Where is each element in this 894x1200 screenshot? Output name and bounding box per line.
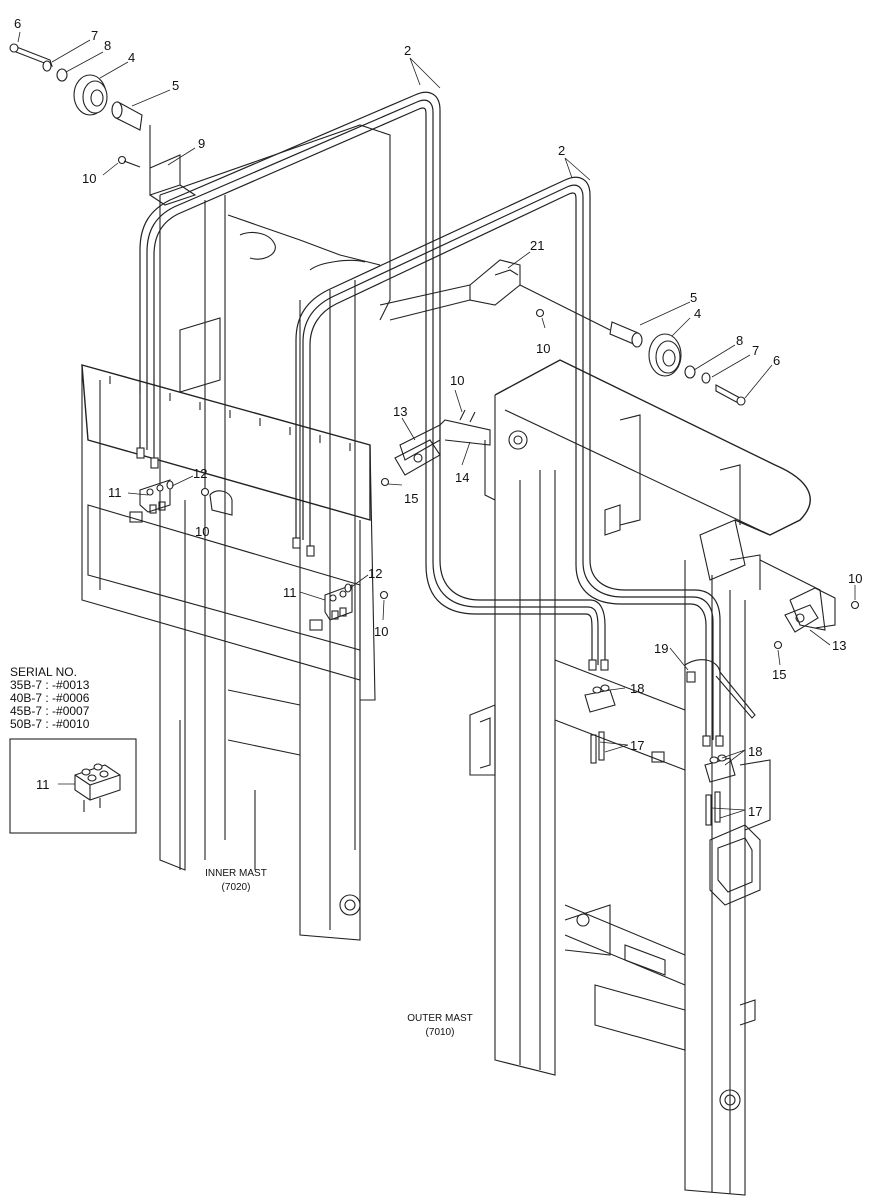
callout-18-left: 18: [630, 681, 644, 696]
callout-5-right: 5: [690, 290, 697, 305]
serial-line: 45B-7 : -#0007: [10, 704, 90, 718]
callout-18-right: 18: [748, 744, 762, 759]
callout-2-left: 2: [404, 43, 411, 58]
outer-mast-label: OUTER MAST: [407, 1013, 473, 1024]
hose-fittings: [136, 447, 724, 747]
inner-mast: [159, 124, 391, 941]
callout-6-left: 6: [14, 16, 21, 31]
callout-8-right: 8: [736, 333, 743, 348]
callout-labels: 6 7 8 4 5 9 10 2 2 21 5 4 10 8 7 6 10 13…: [14, 16, 862, 819]
callout-8-left: 8: [104, 38, 111, 53]
callout-15-middle: 15: [404, 491, 418, 506]
callout-4-left: 4: [128, 50, 135, 65]
callout-11-left: 11: [108, 485, 122, 500]
callout-12-right: 12: [368, 566, 382, 581]
inner-mast-label: INNER MAST: [205, 868, 267, 879]
fitting-set-left: [584, 684, 616, 764]
mast-captions: INNER MAST (7020) OUTER MAST (7010): [205, 868, 473, 1038]
callout-10-f: 10: [848, 571, 862, 586]
callout-19: 19: [654, 641, 668, 656]
sheave-assembly-left: [9, 43, 197, 206]
fitting-set-right: [704, 754, 736, 826]
callout-2-right: 2: [558, 143, 565, 158]
clamp-bracket-right: [759, 559, 860, 650]
serial-number-block: SERIAL NO. 35B-7 : -#0013 40B-7 : -#0006…: [10, 665, 90, 731]
hose-connector-left: [139, 479, 210, 514]
inset-detail-box: 11: [9, 738, 137, 834]
callout-17-right: 17: [748, 804, 762, 819]
serial-line: 35B-7 : -#0013: [10, 678, 90, 692]
callout-11-right: 11: [283, 585, 297, 600]
serial-line: 50B-7 : -#0010: [10, 717, 90, 731]
callout-12-left: 12: [193, 466, 207, 481]
callout-13-middle: 13: [393, 404, 407, 419]
callout-9: 9: [198, 136, 205, 151]
callout-5-left: 5: [172, 78, 179, 93]
serial-line: 40B-7 : -#0006: [10, 691, 90, 705]
callout-7-right: 7: [752, 343, 759, 358]
hose-connector-right: [324, 583, 389, 621]
callout-10-b: 10: [536, 341, 550, 356]
callout-21: 21: [530, 238, 544, 253]
callout-15-right: 15: [772, 667, 786, 682]
cable-tie: [684, 659, 756, 719]
clamp-bracket-middle: [380, 409, 496, 501]
callout-10-d: 10: [195, 524, 209, 539]
outer-mast-code: (7010): [426, 1027, 455, 1038]
callout-6-right: 6: [773, 353, 780, 368]
hose-set-right: [295, 176, 721, 740]
hose-set-left: [139, 91, 606, 665]
callout-10-e: 10: [374, 624, 388, 639]
callout-14: 14: [455, 470, 469, 485]
callout-10-c: 10: [450, 373, 464, 388]
callout-13-right: 13: [832, 638, 846, 653]
inner-mast-code: (7020): [222, 882, 251, 893]
callout-17-left: 17: [630, 738, 644, 753]
callout-10-a: 10: [82, 171, 96, 186]
serial-heading: SERIAL NO.: [10, 665, 77, 679]
carriage-plate: [81, 364, 376, 701]
outer-mast: [469, 359, 811, 1196]
callout-7-left: 7: [91, 28, 98, 43]
callout-11-inset: 11: [36, 777, 50, 792]
leader-lines: [17, 31, 856, 819]
sheave-assembly-right: [379, 259, 746, 406]
callout-4-right: 4: [694, 306, 701, 321]
